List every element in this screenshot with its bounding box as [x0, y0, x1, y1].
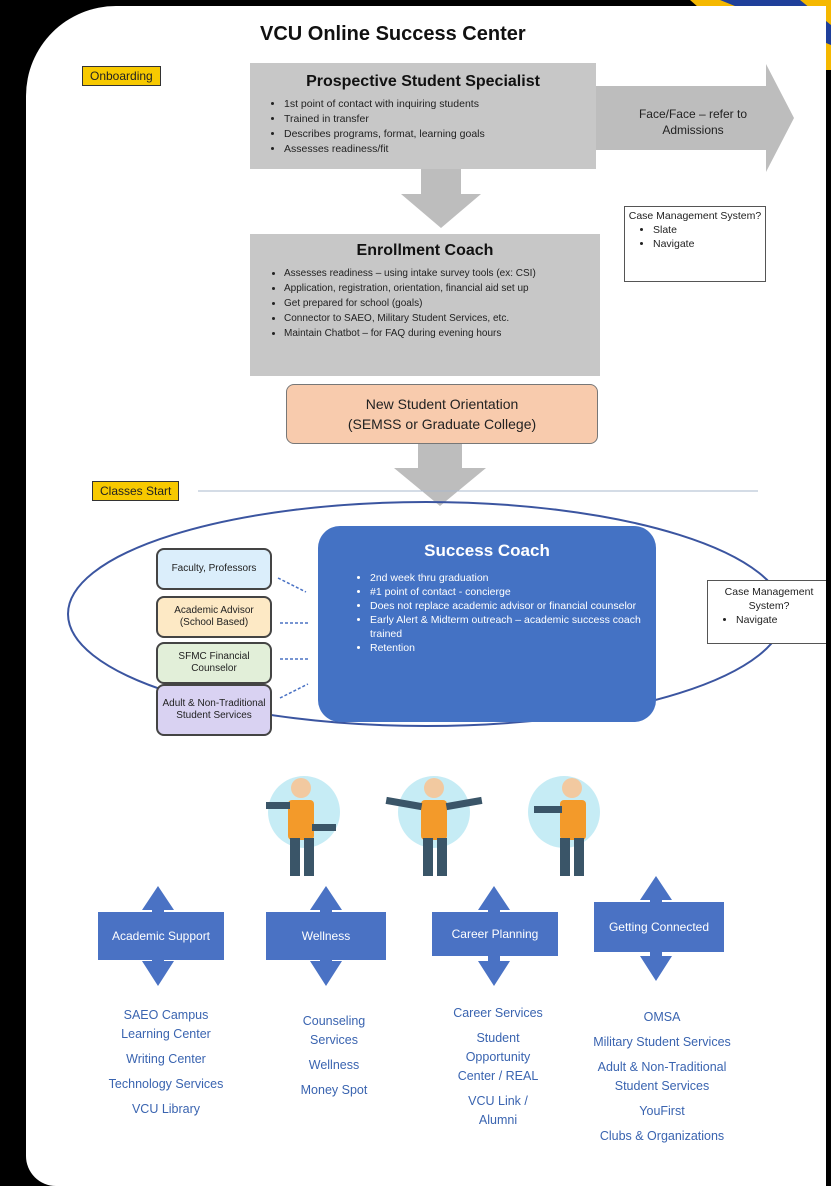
- category-career-planning: Career Planning: [432, 912, 558, 956]
- enrollment-list: Assesses readiness – using intake survey…: [250, 266, 600, 341]
- category-getting-connected: Getting Connected: [594, 902, 724, 952]
- enrollment-heading: Enrollment Coach: [356, 242, 494, 259]
- prospective-item: Trained in transfer: [284, 112, 596, 127]
- success-coach-list: 2nd week thru graduation #1 point of con…: [318, 571, 642, 655]
- link-item[interactable]: Counseling Services: [302, 1014, 366, 1047]
- link-item[interactable]: VCU Link / Alumni: [468, 1094, 528, 1127]
- category-academic-support: Academic Support: [98, 912, 224, 960]
- up-arrow-3: [478, 886, 510, 918]
- link-item[interactable]: Military Student Services: [593, 1035, 731, 1049]
- success-coach-item: Early Alert & Midterm outreach – academi…: [370, 613, 642, 641]
- success-coach-item: Does not replace academic advisor or fin…: [370, 599, 642, 613]
- prospective-list: 1st point of contact with inquiring stud…: [250, 97, 596, 157]
- side-box-academic-advisor: Academic Advisor (School Based): [156, 596, 272, 638]
- page-title: VCU Online Success Center: [260, 23, 526, 45]
- case-management-item: Navigate: [653, 237, 763, 251]
- case-management-box-1: Case Management System? Slate Navigate: [624, 206, 766, 282]
- prospective-item: Describes programs, format, learning goa…: [284, 127, 596, 142]
- link-item[interactable]: SAEO Campus Learning Center: [121, 1008, 211, 1041]
- links-career-planning: Career Services Student Opportunity Cent…: [448, 1004, 548, 1136]
- link-arrow-faculty: [277, 577, 307, 593]
- success-coach-heading: Success Coach: [424, 541, 550, 560]
- prospective-item: Assesses readiness/fit: [284, 142, 596, 157]
- case-management-title: Case Management System?: [628, 210, 762, 222]
- category-wellness: Wellness: [266, 912, 386, 960]
- enrollment-item: Application, registration, orientation, …: [284, 281, 600, 296]
- side-box-adult-services: Adult & Non-Traditional Student Services: [156, 684, 272, 736]
- enrollment-item: Maintain Chatbot – for FAQ during evenin…: [284, 326, 600, 341]
- face-arrow-label: Face/Face – refer to Admissions: [638, 107, 748, 137]
- link-item[interactable]: Money Spot: [300, 1083, 368, 1097]
- guide-figure-1: [266, 776, 340, 876]
- down-arrow-1: [401, 166, 481, 228]
- link-item[interactable]: YouFirst: [639, 1104, 685, 1118]
- link-item[interactable]: Clubs & Organizations: [599, 1129, 725, 1143]
- case-management-title: Case Management System?: [724, 586, 814, 612]
- links-wellness: Counseling Services Wellness Money Spot: [284, 1012, 384, 1106]
- link-item[interactable]: OMSA: [643, 1010, 681, 1024]
- link-item[interactable]: Career Services: [453, 1006, 543, 1020]
- case-management-item: Slate: [653, 223, 763, 237]
- up-arrow-1: [142, 886, 174, 918]
- classes-start-tag: Classes Start: [92, 481, 180, 501]
- success-coach-item: #1 point of contact - concierge: [370, 585, 642, 599]
- slide-frame: VCU Online Success Center Onboarding Pro…: [26, 6, 826, 1186]
- success-coach-item: Retention: [370, 641, 642, 655]
- success-coach-box: Success Coach 2nd week thru graduation #…: [318, 526, 656, 722]
- prospective-item: 1st point of contact with inquiring stud…: [284, 97, 596, 112]
- prospective-box: Prospective Student Specialist 1st point…: [250, 63, 596, 169]
- up-arrow-2: [310, 886, 342, 918]
- link-item[interactable]: VCU Library: [131, 1102, 201, 1116]
- enrollment-item: Connector to SAEO, Military Student Serv…: [284, 311, 600, 326]
- guide-figure-3: [528, 776, 600, 876]
- link-item[interactable]: Technology Services: [108, 1077, 224, 1091]
- case-management-item: Navigate: [736, 613, 826, 627]
- link-item[interactable]: Student Opportunity Center / REAL: [457, 1031, 539, 1083]
- side-box-sfmc: SFMC Financial Counselor: [156, 642, 272, 684]
- enrollment-item: Get prepared for school (goals): [284, 296, 600, 311]
- orientation-line-1: New Student Orientation: [365, 396, 519, 412]
- orientation-box: New Student Orientation (SEMSS or Gradua…: [286, 384, 598, 444]
- link-arrow-adult: [279, 683, 309, 699]
- prospective-heading: Prospective Student Specialist: [306, 73, 540, 90]
- orientation-line-2: (SEMSS or Graduate College): [347, 416, 537, 432]
- down-arrow-cat-1: [142, 954, 174, 986]
- onboarding-tag: Onboarding: [82, 66, 161, 86]
- down-arrow-cat-2: [310, 954, 342, 986]
- up-arrow-4: [640, 876, 672, 908]
- down-arrow-cat-3: [478, 954, 510, 986]
- connector-layer: [67, 64, 794, 986]
- links-academic-support: SAEO Campus Learning Center Writing Cent…: [108, 1006, 224, 1125]
- enrollment-box: Enrollment Coach Assesses readiness – us…: [250, 234, 600, 376]
- link-item[interactable]: Wellness: [308, 1058, 360, 1072]
- page-number: 13: [792, 1154, 817, 1179]
- enrollment-item: Assesses readiness – using intake survey…: [284, 266, 600, 281]
- link-item[interactable]: Adult & Non-Traditional Student Services: [597, 1060, 727, 1093]
- success-coach-item: 2nd week thru graduation: [370, 571, 642, 585]
- link-item[interactable]: Writing Center: [126, 1052, 206, 1066]
- case-management-box-2: Case Management System? Navigate: [707, 580, 826, 644]
- down-arrow-cat-4: [640, 949, 672, 981]
- links-getting-connected: OMSA Military Student Services Adult & N…: [582, 1008, 742, 1152]
- down-arrow-2: [394, 443, 486, 506]
- face-arrow-shape: [596, 64, 794, 172]
- guide-figure-2: [385, 776, 483, 876]
- side-box-faculty: Faculty, Professors: [156, 548, 272, 590]
